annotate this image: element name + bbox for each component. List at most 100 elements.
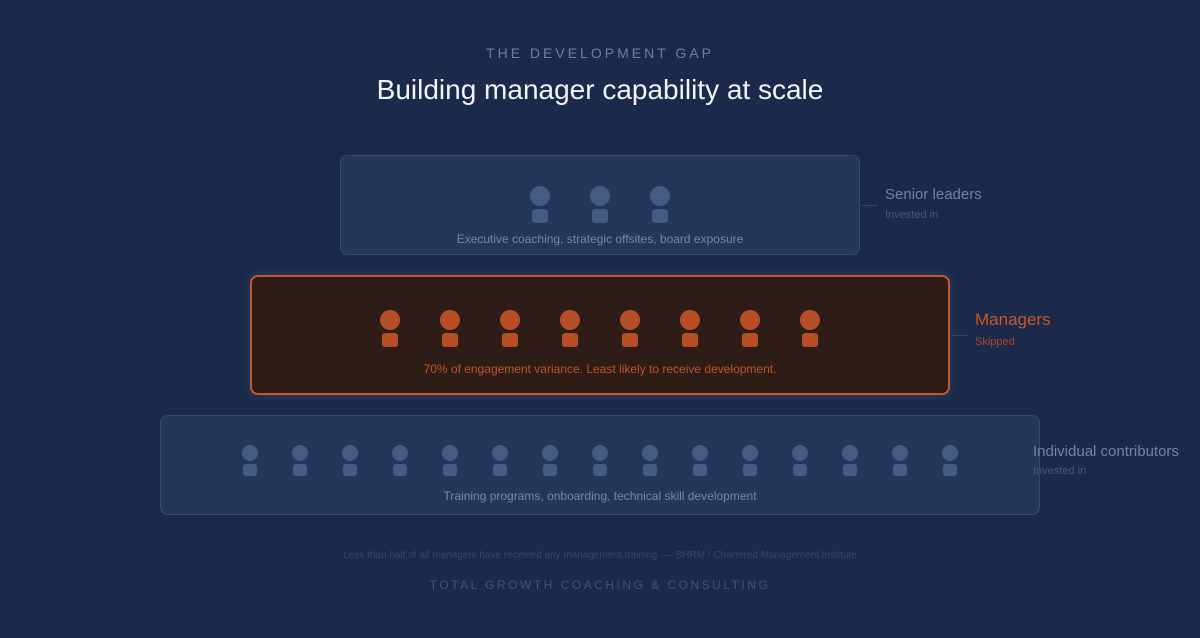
person-icon bbox=[510, 186, 570, 223]
people-row bbox=[341, 186, 859, 223]
person-body bbox=[693, 464, 707, 476]
citation: Less than half of all managers have rece… bbox=[343, 550, 857, 561]
people-row bbox=[161, 445, 1039, 476]
person-icon bbox=[825, 445, 875, 476]
person-icon bbox=[630, 186, 690, 223]
person-head bbox=[792, 445, 808, 461]
person-body bbox=[643, 464, 657, 476]
person-head bbox=[680, 310, 700, 330]
tier-name: Senior leaders bbox=[885, 186, 982, 203]
person-body bbox=[382, 333, 398, 347]
page-title: Building manager capability at scale bbox=[376, 74, 824, 105]
connector-line bbox=[862, 205, 878, 206]
person-icon bbox=[675, 445, 725, 476]
tier-managers: 70% of engagement variance. Least likely… bbox=[250, 275, 950, 395]
person-head bbox=[650, 186, 670, 206]
person-body bbox=[943, 464, 957, 476]
person-head bbox=[380, 310, 400, 330]
person-body bbox=[532, 209, 548, 223]
person-body bbox=[562, 333, 578, 347]
person-icon bbox=[360, 310, 420, 347]
person-body bbox=[543, 464, 557, 476]
person-head bbox=[620, 310, 640, 330]
person-head bbox=[542, 445, 558, 461]
tier-status: Skipped bbox=[975, 336, 1015, 348]
person-head bbox=[892, 445, 908, 461]
person-icon bbox=[425, 445, 475, 476]
person-body bbox=[743, 464, 757, 476]
person-body bbox=[893, 464, 907, 476]
person-icon bbox=[525, 445, 575, 476]
person-icon bbox=[775, 445, 825, 476]
person-body bbox=[622, 333, 638, 347]
tier-status: Invested in bbox=[1033, 465, 1087, 477]
person-icon bbox=[780, 310, 840, 347]
person-body bbox=[493, 464, 507, 476]
person-head bbox=[392, 445, 408, 461]
person-head bbox=[800, 310, 820, 330]
person-icon bbox=[480, 310, 540, 347]
person-body bbox=[793, 464, 807, 476]
person-body bbox=[593, 464, 607, 476]
person-icon bbox=[570, 186, 630, 223]
person-head bbox=[742, 445, 758, 461]
person-icon bbox=[420, 310, 480, 347]
tier-name: Individual contributors bbox=[1033, 443, 1179, 460]
person-icon bbox=[475, 445, 525, 476]
person-icon bbox=[275, 445, 325, 476]
tier-label-individual-contributors: Individual contributors Invested in bbox=[1033, 443, 1179, 477]
person-body bbox=[682, 333, 698, 347]
person-body bbox=[843, 464, 857, 476]
tier-individual-contributors: Training programs, onboarding, technical… bbox=[160, 415, 1040, 515]
person-head bbox=[560, 310, 580, 330]
people-row bbox=[252, 310, 948, 347]
person-head bbox=[842, 445, 858, 461]
brand-name: TOTAL GROWTH COACHING & CONSULTING bbox=[429, 578, 771, 592]
tier-label-senior-leaders: Senior leaders Invested in bbox=[885, 186, 982, 221]
person-head bbox=[242, 445, 258, 461]
tier-label-managers: Managers Skipped bbox=[975, 310, 1051, 348]
person-icon bbox=[660, 310, 720, 347]
tier-senior-leaders: Executive coaching, strategic offsites, … bbox=[340, 155, 860, 255]
person-head bbox=[292, 445, 308, 461]
person-icon bbox=[925, 445, 975, 476]
person-body bbox=[502, 333, 518, 347]
person-head bbox=[642, 445, 658, 461]
tier-description: 70% of engagement variance. Least likely… bbox=[423, 362, 777, 376]
connector-line bbox=[952, 335, 968, 336]
person-icon bbox=[725, 445, 775, 476]
person-body bbox=[652, 209, 668, 223]
person-icon bbox=[720, 310, 780, 347]
person-head bbox=[442, 445, 458, 461]
tier-status: Invested in bbox=[885, 209, 939, 221]
person-body bbox=[443, 464, 457, 476]
person-head bbox=[440, 310, 460, 330]
tier-description: Executive coaching, strategic offsites, … bbox=[456, 232, 744, 246]
person-head bbox=[592, 445, 608, 461]
person-body bbox=[393, 464, 407, 476]
person-icon bbox=[325, 445, 375, 476]
person-body bbox=[293, 464, 307, 476]
person-icon bbox=[575, 445, 625, 476]
eyebrow: THE DEVELOPMENT GAP bbox=[486, 45, 714, 61]
tier-name: Managers bbox=[975, 310, 1051, 329]
tier-description: Training programs, onboarding, technical… bbox=[443, 489, 757, 503]
person-icon bbox=[625, 445, 675, 476]
person-head bbox=[342, 445, 358, 461]
person-icon bbox=[375, 445, 425, 476]
person-head bbox=[740, 310, 760, 330]
person-head bbox=[530, 186, 550, 206]
person-body bbox=[243, 464, 257, 476]
person-icon bbox=[540, 310, 600, 347]
person-head bbox=[692, 445, 708, 461]
person-body bbox=[742, 333, 758, 347]
person-head bbox=[500, 310, 520, 330]
person-head bbox=[492, 445, 508, 461]
person-head bbox=[942, 445, 958, 461]
person-head bbox=[590, 186, 610, 206]
person-body bbox=[802, 333, 818, 347]
person-icon bbox=[875, 445, 925, 476]
person-body bbox=[592, 209, 608, 223]
person-icon bbox=[225, 445, 275, 476]
person-body bbox=[442, 333, 458, 347]
